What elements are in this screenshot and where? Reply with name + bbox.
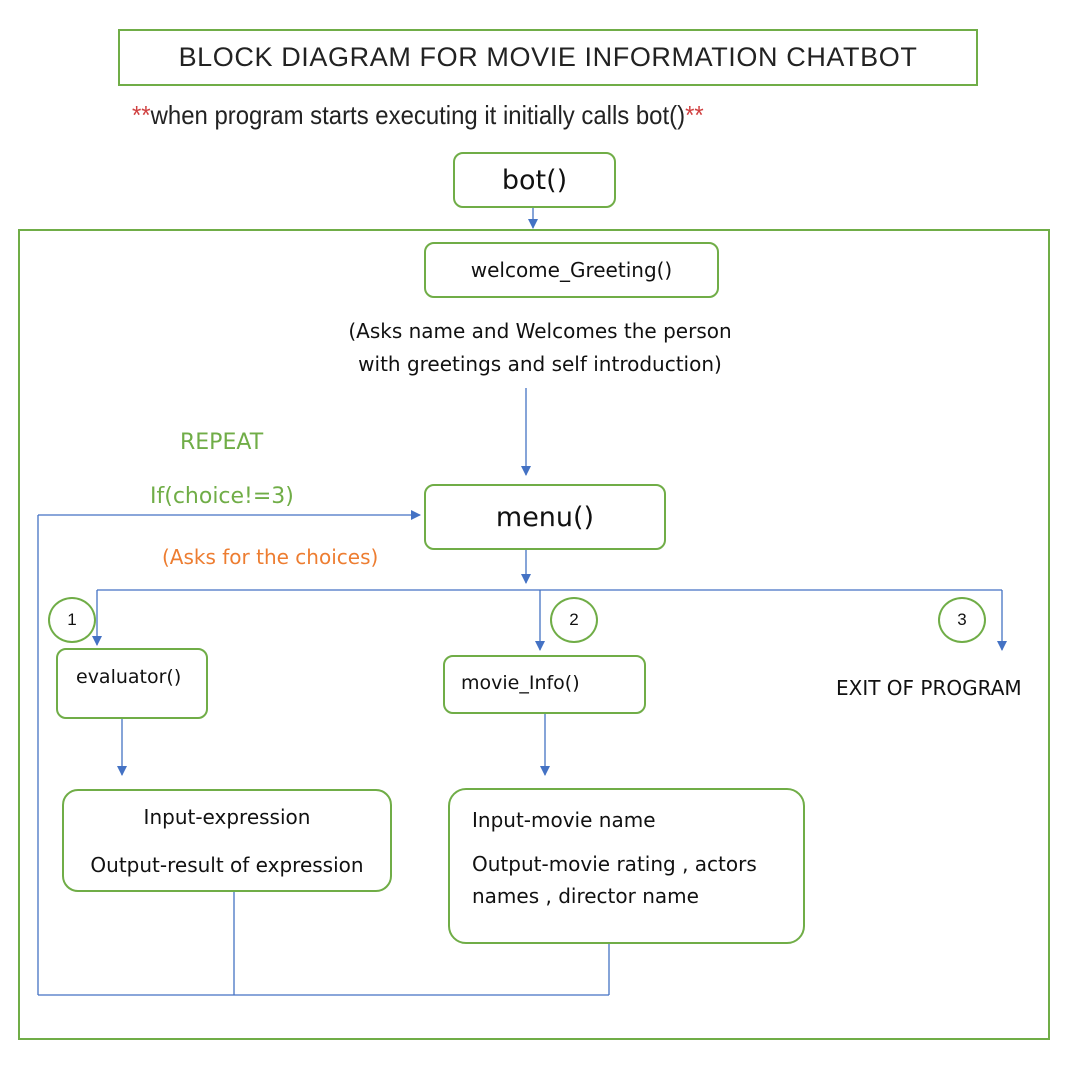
choice-1-circle: 1 [48,597,96,643]
menu-label: menu() [495,501,595,533]
choice-1-label: 1 [67,610,77,629]
note-prefix: ** [132,100,151,130]
welcome-description: (Asks name and Welcomes the person with … [330,315,750,381]
evaluator-output: Output-result of expression [90,852,364,877]
choice-2-circle: 2 [550,597,598,643]
choice-3-label: 3 [957,610,967,629]
menu-description: (Asks for the choices) [162,545,379,569]
execution-note: **when program starts executing it initi… [132,100,704,131]
bot-label: bot() [501,164,568,196]
menu-node: menu() [424,484,666,550]
welcome-desc-line2: with greetings and self introduction) [358,352,722,376]
choice-2-label: 2 [569,610,579,629]
evaluator-input: Input-expression [143,804,311,829]
evaluator-node: evaluator() [56,648,208,719]
diagram-title: BLOCK DIAGRAM FOR MOVIE INFORMATION CHAT… [178,42,918,72]
movie-output-line2: names , director name [472,884,699,908]
movie-output-line1: Output-movie rating , actors [472,852,757,876]
movie-info-node: movie_Info() [443,655,646,714]
welcome-label: welcome_Greeting() [470,258,673,282]
movie-io-node: Input-movie name Output-movie rating , a… [448,788,805,944]
bot-node: bot() [453,152,616,208]
note-suffix: ** [685,100,704,130]
choice-3-circle: 3 [938,597,986,643]
evaluator-label: evaluator() [76,666,182,688]
exit-label: EXIT OF PROGRAM [836,676,1022,700]
evaluator-io-node: Input-expression Output-result of expres… [62,789,392,892]
title-box: BLOCK DIAGRAM FOR MOVIE INFORMATION CHAT… [118,29,978,86]
welcome-desc-line1: (Asks name and Welcomes the person [348,319,732,343]
welcome-greeting-node: welcome_Greeting() [424,242,719,298]
bot-function-container [18,229,1050,1040]
repeat-condition: If(choice!=3) [150,484,294,509]
movie-info-label: movie_Info() [461,672,580,694]
note-text: when program starts executing it initial… [150,100,686,130]
repeat-label: REPEAT [180,430,264,455]
movie-input: Input-movie name [472,808,656,832]
